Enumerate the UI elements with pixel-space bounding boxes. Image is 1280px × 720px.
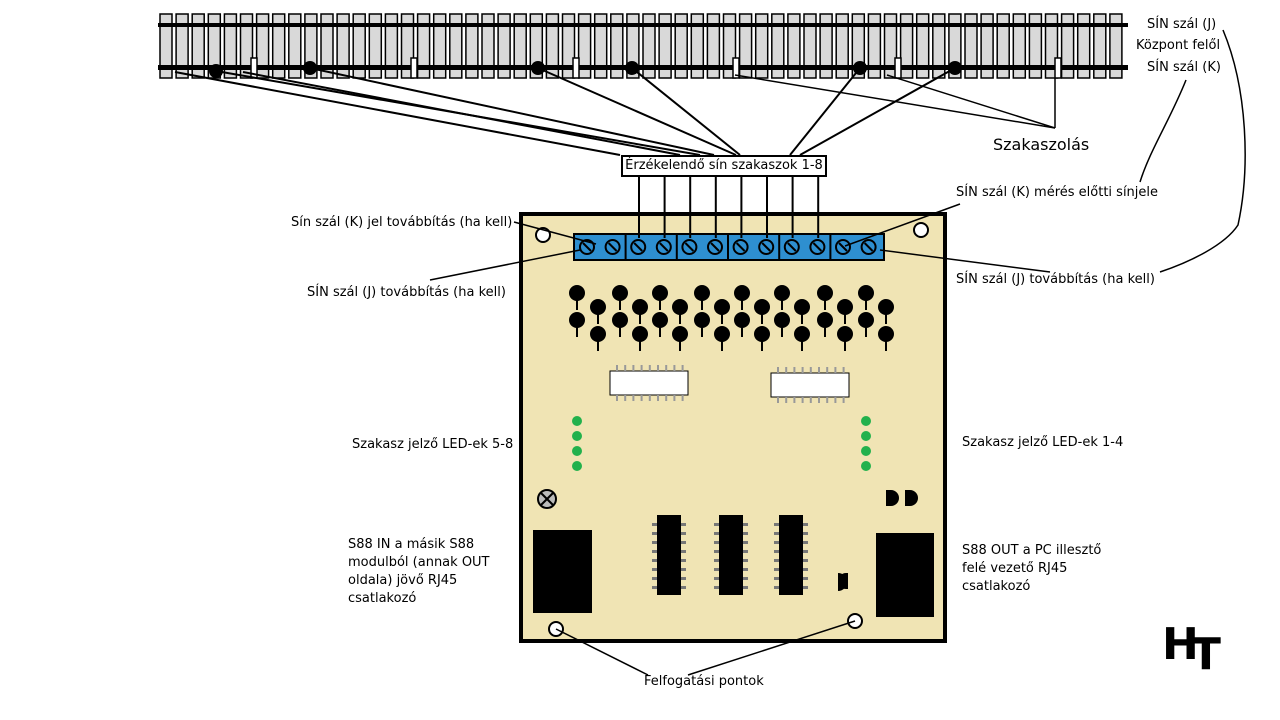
label-led-5-8: Szakasz jelző LED-ek 5-8 [352, 437, 514, 452]
component-array [569, 285, 894, 351]
terminal-wires [638, 177, 820, 238]
label-kozpont: Központ felől [1136, 38, 1221, 53]
right-cables [1139, 29, 1246, 273]
label-sin-j-top: SÍN szál (J) [1147, 17, 1217, 32]
header-connector-right [770, 367, 850, 403]
mounting-hole-top-left [535, 227, 551, 243]
label-k-meres: SÍN szál (K) mérés előtti sínjele [956, 185, 1159, 200]
ht-logo: HTHT [1162, 619, 1221, 680]
capacitors [838, 490, 918, 591]
label-box-sections: Érzékelendő sín szakaszok 1-8 [621, 155, 827, 177]
integrated-circuits [652, 515, 808, 595]
label-sin-k-top: SÍN szál (K) [1147, 60, 1221, 75]
screw-terminal-block [573, 233, 885, 261]
trimmer-potentiometer [537, 489, 557, 509]
mounting-hole-top-right [913, 222, 929, 238]
label-s88-out: S88 OUT a PC illesztő felé vezető RJ45 c… [962, 543, 1102, 594]
label-j-tovabbitas-left: SÍN szál (J) továbbítás (ha kell) [307, 285, 506, 300]
isolation-pointer-lines [734, 74, 1056, 129]
rj45-in-connector [533, 530, 592, 613]
rail-track [158, 13, 1128, 79]
header-connector-left [609, 365, 689, 401]
led-group-5-8 [572, 416, 582, 471]
label-felfogatasi: Felfogatási pontok [644, 674, 764, 689]
rail-j [158, 23, 1128, 27]
rj45-out-connector [876, 533, 934, 617]
label-j-tovabbitas-right: SÍN szál (J) továbbítás (ha kell) [956, 272, 1155, 287]
label-szakaszolas: Szakaszolás [993, 135, 1090, 154]
led-group-1-4 [861, 416, 871, 471]
label-pointer-lines [429, 203, 1051, 676]
rail-k [158, 65, 1128, 70]
label-k-jel-tovabbitas: Sín szál (K) jel továbbítás (ha kell) [291, 215, 513, 230]
section-wires [174, 67, 956, 156]
label-led-1-4: Szakasz jelző LED-ek 1-4 [962, 435, 1124, 450]
label-s88-in: S88 IN a másik S88 modulból (annak OUT o… [348, 537, 490, 606]
